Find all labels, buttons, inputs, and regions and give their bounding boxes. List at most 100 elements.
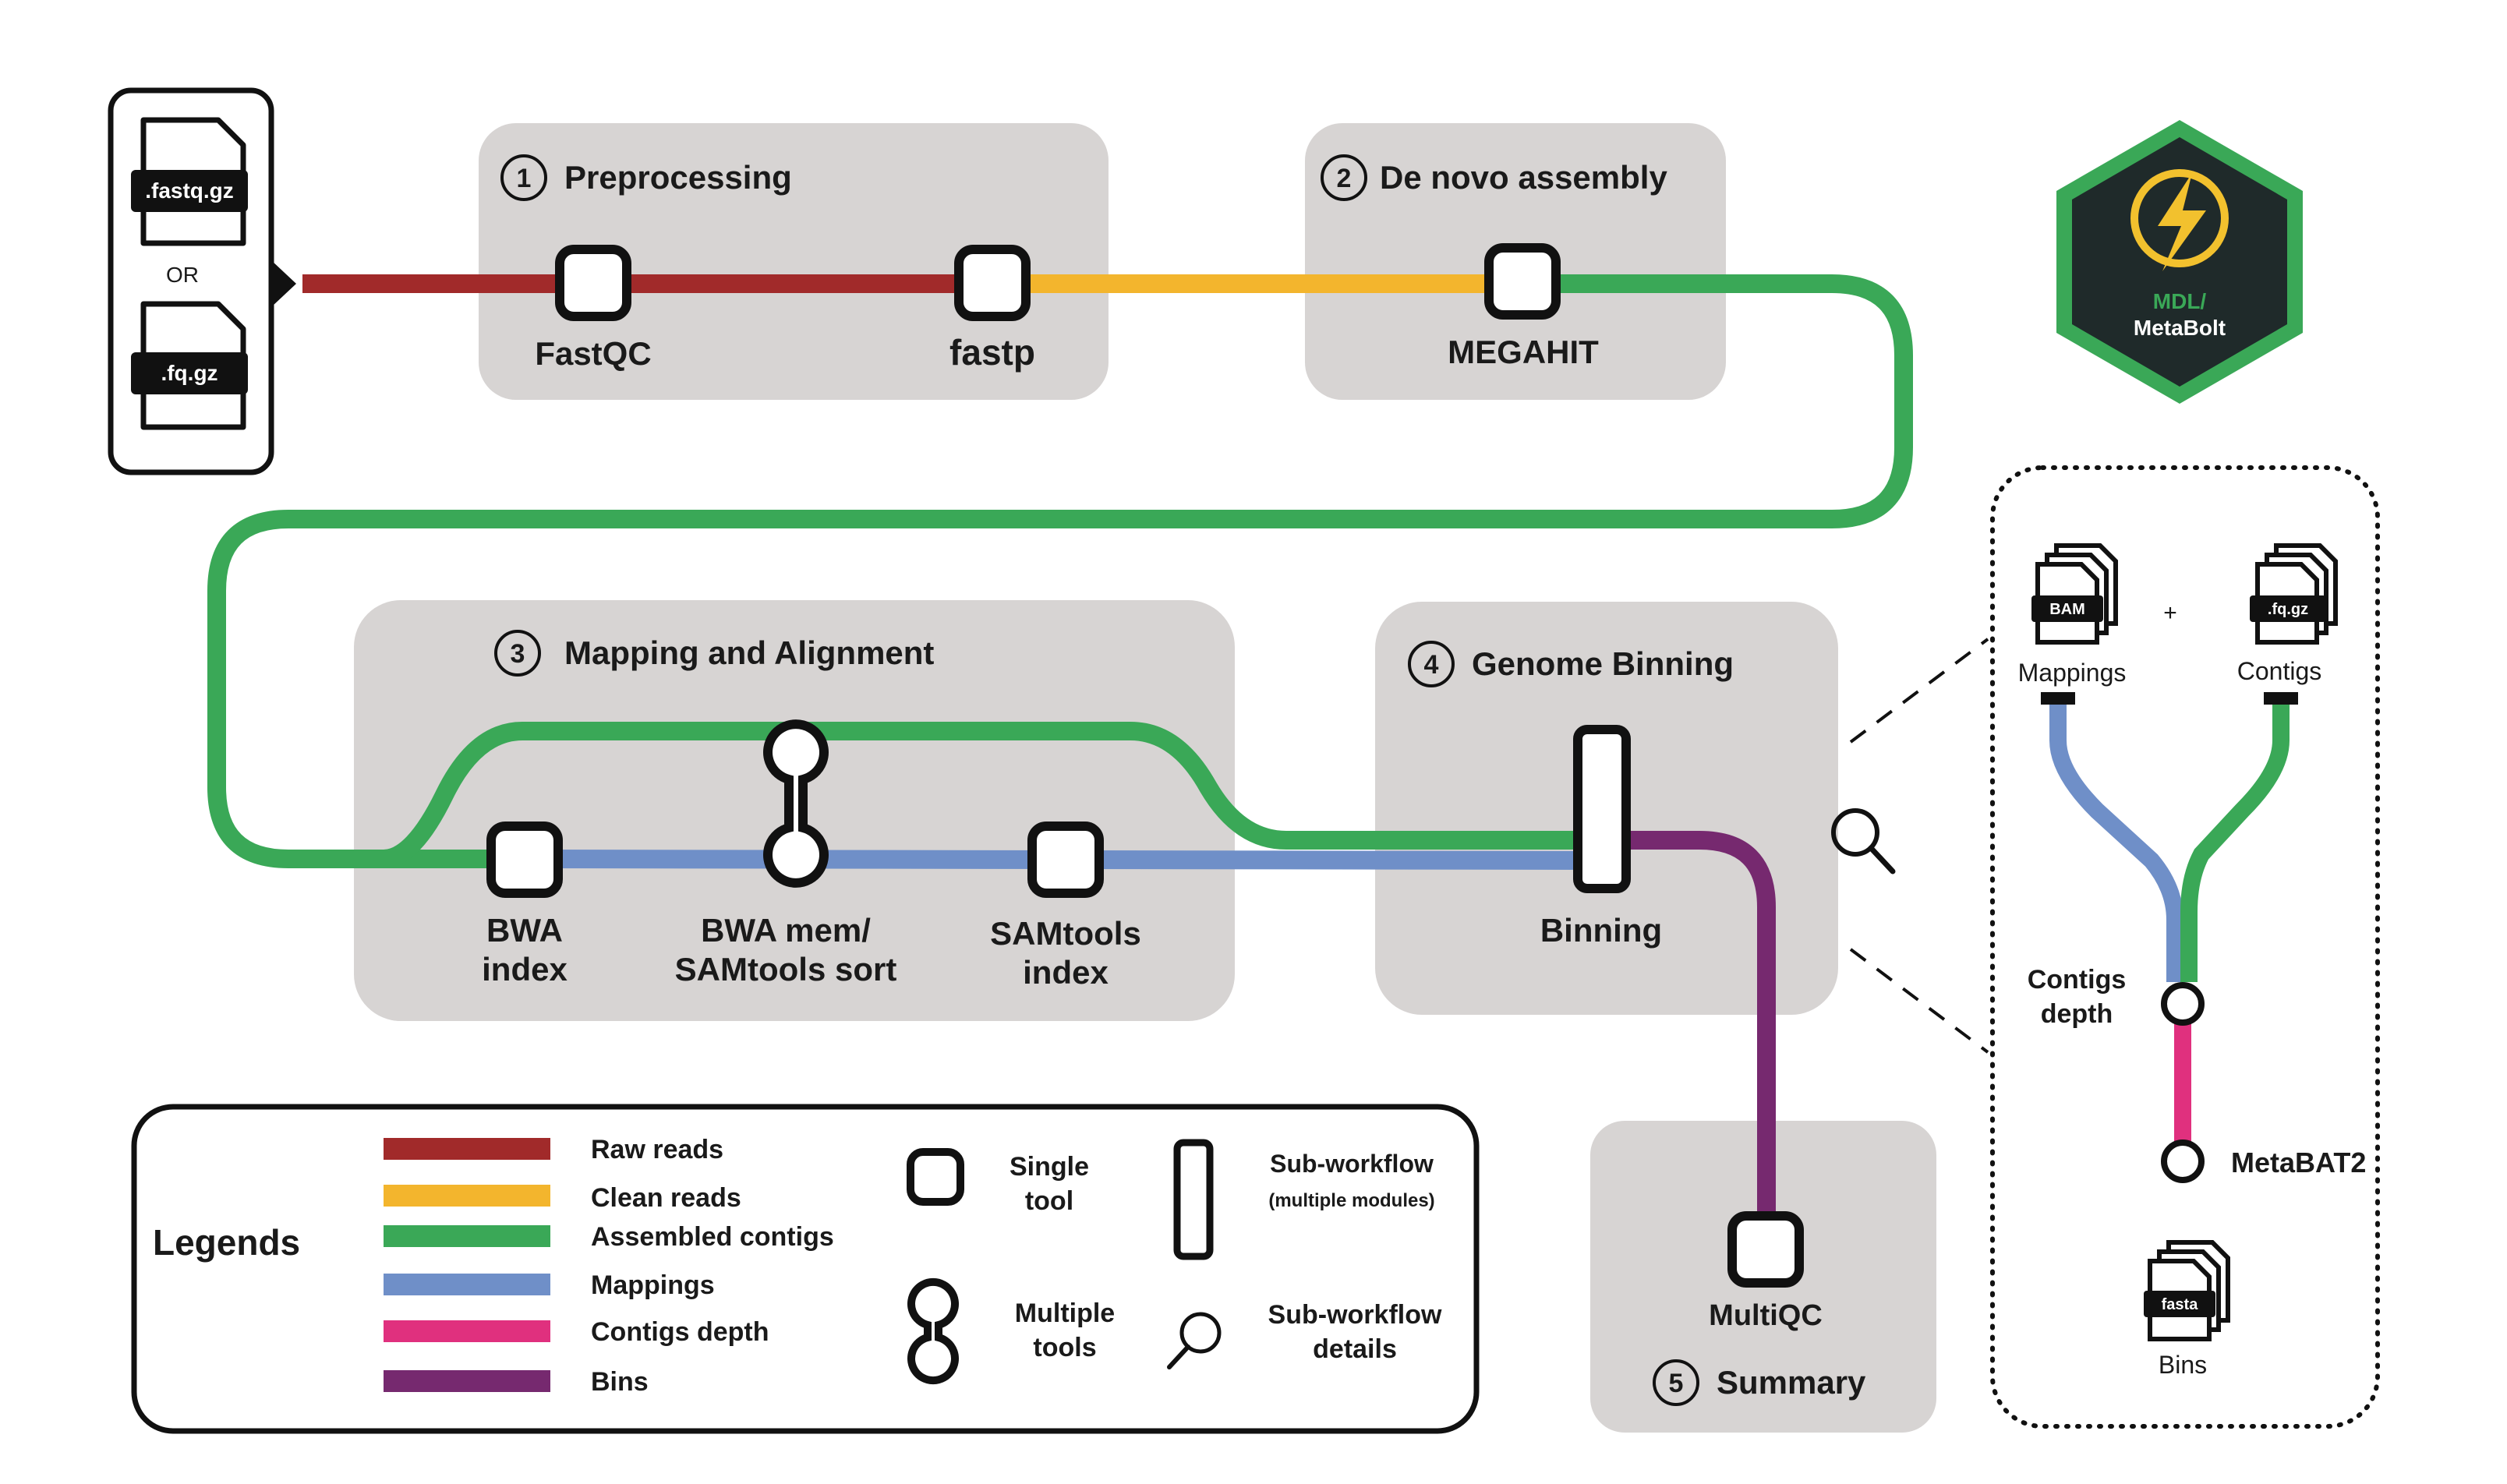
tool-node-fastqc: [555, 245, 631, 321]
detail-label-metabat2: MetaBAT2: [2231, 1147, 2366, 1178]
legend-subworkflow-icon: [1173, 1139, 1214, 1260]
step-title-mapping: 3 Mapping and Alignment: [494, 630, 934, 677]
detail-label-mappings: Mappings: [2018, 659, 2127, 687]
tool-label-binning: Binning: [1540, 912, 1662, 949]
file-ext-fq: .fq.gz: [161, 361, 217, 385]
input-files-box: .fastq.gz OR .fq.gz: [108, 87, 296, 475]
detail-port-contigs: [2264, 692, 2298, 705]
logo-text-metabolt: MetaBolt: [2134, 316, 2226, 340]
step-number: 5: [1669, 1369, 1684, 1398]
file-stack-icon-contigs: .fq.gz: [2250, 543, 2338, 645]
step-title: Mapping and Alignment: [564, 634, 934, 671]
step-title: Genome Binning: [1472, 645, 1734, 682]
magnifier-icon: [1831, 808, 1896, 874]
legend: Legends Raw reads Clean reads Assembled …: [131, 1104, 1480, 1434]
legend-swatch-mappings: [384, 1274, 550, 1295]
step-number-badge: [1653, 1359, 1699, 1406]
file-ext-fasta: fasta: [2162, 1296, 2199, 1313]
tool-node-multiqc: [1727, 1211, 1804, 1288]
detail-panel-frame: [1990, 465, 2380, 1429]
tool-label-fastp: fastp: [949, 332, 1035, 373]
logo-text-mdl: MDL/: [2153, 289, 2207, 313]
tool-label-bwa-index-line2: index: [482, 951, 568, 988]
legend-title: Legends: [153, 1222, 300, 1263]
legend-line-items: Raw reads Clean reads Assembled contigs …: [384, 1135, 834, 1397]
file-stack-icon-bins: fasta: [2144, 1240, 2230, 1341]
legend-single-tool-line2: tool: [1025, 1186, 1073, 1216]
tool-node-fastp: [954, 245, 1031, 321]
step-number: 4: [1424, 650, 1439, 680]
step-title: Preprocessing: [564, 159, 792, 196]
detail-plus-sign: +: [2163, 600, 2177, 626]
step-title-summary: 5 Summary: [1653, 1359, 1866, 1406]
legend-label-mappings: Mappings: [591, 1270, 715, 1300]
step-number: 2: [1337, 164, 1352, 193]
legend-label-raw-reads: Raw reads: [591, 1135, 723, 1164]
legend-multiple-tools-line2: tools: [1033, 1333, 1096, 1362]
callout-line-top: [1849, 638, 1989, 744]
tool-label-bwa-index-line1: BWA: [486, 912, 563, 949]
magnifier-icon: [1167, 1312, 1222, 1369]
lightning-bolt-icon: [2130, 169, 2229, 267]
legend-label-contigs-depth: Contigs depth: [591, 1317, 769, 1347]
detail-label-bins: Bins: [2159, 1351, 2207, 1379]
legend-label-assembled-contigs: Assembled contigs: [591, 1222, 834, 1252]
step-number-badge: [494, 630, 541, 677]
detail-line-mappings: [2049, 705, 2183, 982]
callout-line-bottom: [1849, 948, 1989, 1054]
input-or-label: OR: [166, 263, 199, 287]
step-number: 1: [517, 164, 532, 193]
tool-node-bwa-index: [486, 822, 563, 898]
step-title-binning: 4 Genome Binning: [1408, 641, 1734, 687]
tool-label-bwa-mem-line1: BWA mem/: [701, 912, 871, 949]
legend-subworkflow-line1: Sub-workflow: [1270, 1150, 1434, 1178]
legend-single-tool-line1: Single: [1010, 1152, 1089, 1182]
legend-swatch-assembled-contigs: [384, 1225, 550, 1247]
file-ext-bam: BAM: [2049, 601, 2085, 618]
metabolt-logo: MDL/ MetaBolt: [2056, 120, 2303, 404]
legend-swatch-clean-reads: [384, 1185, 550, 1207]
tool-label-bwa-mem-line2: SAMtools sort: [675, 951, 897, 988]
lightning-bolt-shape: [2158, 173, 2206, 271]
tool-label-megahit: MEGAHIT: [1448, 334, 1599, 370]
legend-subworkflow-line2: (multiple modules): [1268, 1190, 1434, 1211]
tool-node-megahit: [1484, 243, 1561, 320]
detail-line-contigs: [2180, 705, 2290, 982]
line-bins: [1598, 831, 1776, 1247]
tool-node-samtools-index: [1027, 822, 1104, 898]
legend-swatch-contigs-depth: [384, 1320, 550, 1342]
legend-label-clean-reads: Clean reads: [591, 1183, 741, 1213]
tool-node-bwa-mem-samtools-sort: [763, 719, 829, 888]
legend-subworkflow-details-line2: details: [1313, 1334, 1397, 1364]
file-icon-fastq: .fastq.gz: [131, 117, 248, 246]
detail-label-depth-line2: depth: [2041, 999, 2113, 1029]
step-number-badge: [500, 154, 547, 201]
tool-label-samtools-index-line1: SAMtools: [990, 915, 1141, 952]
file-icon-fq: .fq.gz: [131, 301, 248, 430]
subworkflow-detail-panel: BAM + .fq.gz Mappings Contigs Contigs de…: [1990, 465, 2380, 1429]
detail-node-contigs-depth: [2161, 982, 2205, 1026]
detail-label-contigs: Contigs: [2237, 657, 2322, 685]
legend-multiple-tools-line1: Multiple: [1015, 1298, 1115, 1328]
step-title-assembly: 2 De novo assembly: [1321, 154, 1667, 201]
tool-label-multiqc: MultiQC: [1709, 1299, 1823, 1332]
step-number: 3: [511, 639, 525, 669]
detail-label-depth-line1: Contigs: [2028, 965, 2127, 995]
tool-label-fastqc: FastQC: [535, 335, 651, 372]
input-box-connector-arrow: [271, 260, 296, 307]
legend-label-bins: Bins: [591, 1367, 649, 1397]
panel-preprocessing: [479, 123, 1109, 400]
step-title: De novo assembly: [1380, 159, 1667, 196]
detail-zoom-callout: [1831, 638, 1989, 1054]
detail-node-metabat2: [2161, 1140, 2205, 1183]
step-title-preprocessing: 1 Preprocessing: [500, 154, 792, 201]
tool-label-samtools-index-line2: index: [1023, 954, 1109, 991]
file-ext-contigs: .fq.gz: [2268, 601, 2308, 618]
file-ext-fastq: .fastq.gz: [145, 178, 234, 203]
step-title: Summary: [1717, 1364, 1866, 1401]
subworkflow-node-binning: [1573, 725, 1631, 893]
legend-subworkflow-details-line1: Sub-workflow: [1268, 1300, 1442, 1330]
line-assembled-contigs: [207, 274, 1913, 868]
